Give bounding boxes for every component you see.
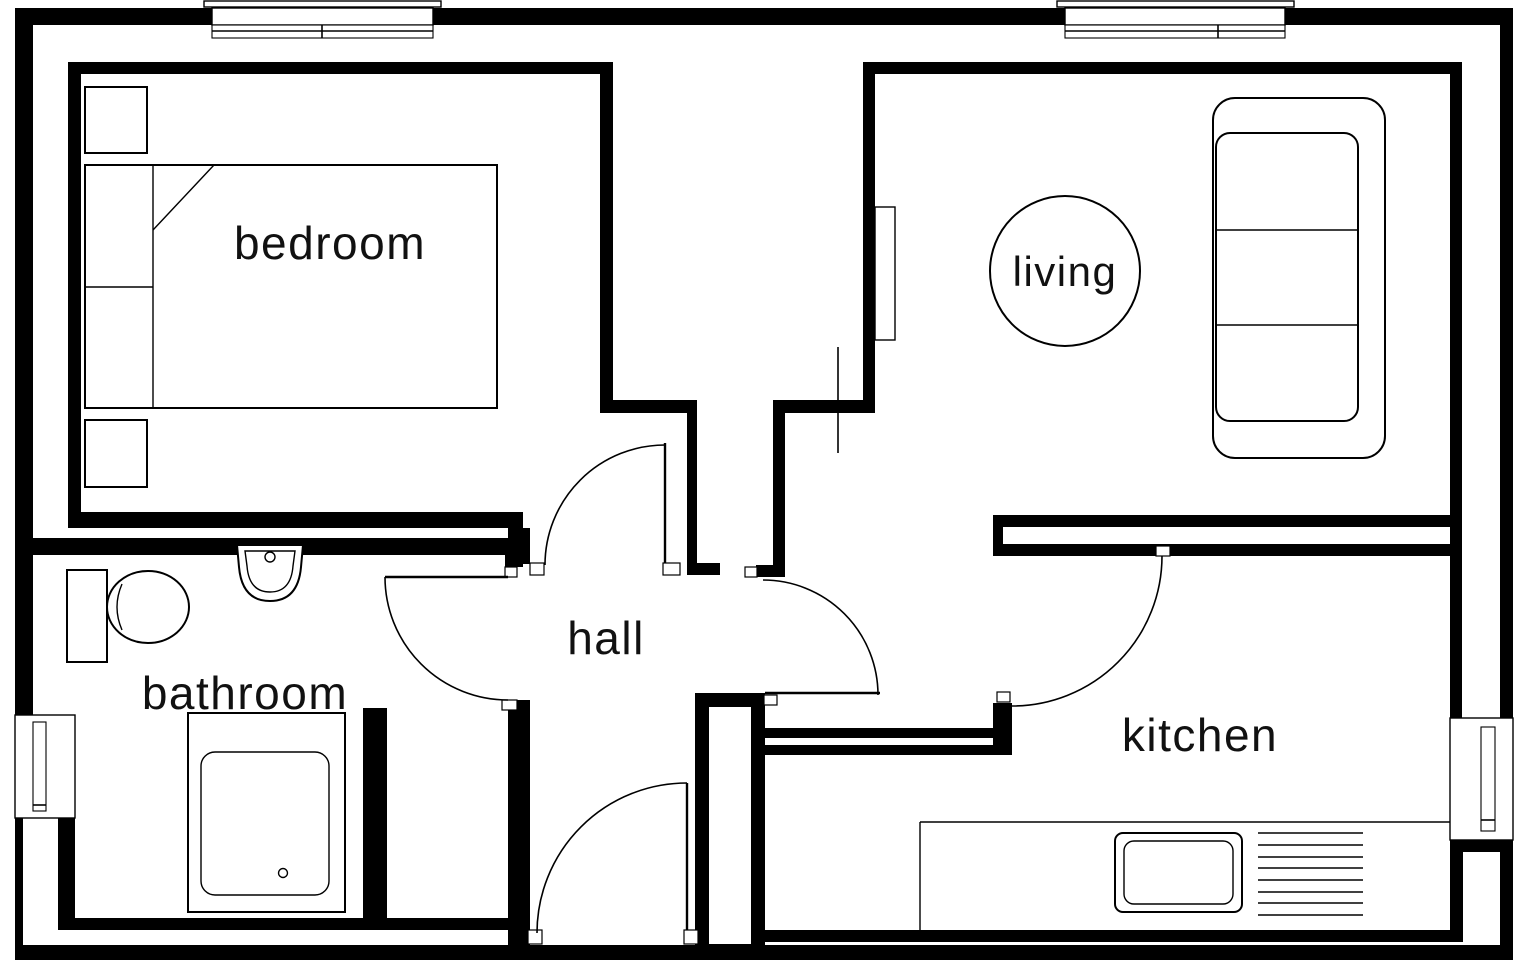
wall-segment	[1500, 8, 1513, 718]
doors	[384, 443, 1171, 945]
wall-segment	[363, 708, 387, 930]
inner-walls	[18, 62, 1513, 958]
wall-segment	[15, 818, 23, 960]
living-label: living	[1013, 248, 1118, 295]
nightstand-icon	[84, 419, 148, 488]
shower-drain-icon	[277, 867, 289, 879]
wall-segment	[68, 62, 613, 74]
bedroom-door-swing-icon	[529, 443, 681, 576]
wall-segment	[58, 918, 530, 930]
bedroom-label: bedroom	[234, 217, 426, 269]
wall-segment	[765, 745, 1012, 755]
door-arc	[544, 444, 666, 566]
wall-segment	[993, 544, 1455, 556]
window-sill	[203, 0, 442, 8]
door-stop-icon	[744, 566, 758, 578]
wall-segment	[773, 413, 785, 577]
wall-segment	[1500, 840, 1513, 960]
kitchen-label: kitchen	[1122, 709, 1278, 761]
bathroom-window-icon	[14, 714, 76, 819]
door-stop-icon	[501, 699, 518, 711]
door-stop-icon	[996, 691, 1011, 703]
hall-label: hall	[567, 612, 645, 664]
wall-segment	[1450, 852, 1463, 942]
door-arc	[384, 576, 509, 701]
window-frame	[1064, 7, 1286, 26]
wall-segment	[68, 62, 81, 515]
sofa-seat	[1215, 132, 1359, 422]
wall-segment	[773, 400, 875, 413]
door-stop-icon	[683, 929, 699, 945]
door-arc	[536, 782, 688, 934]
windows	[14, 0, 1514, 841]
window-pane	[1480, 726, 1496, 832]
front-door-swing-icon	[527, 782, 699, 945]
wall-segment	[687, 413, 697, 565]
wall-segment	[687, 563, 720, 575]
room-labels: bedroom living hall bathroom kitchen	[142, 217, 1278, 761]
door-stop-icon	[1155, 545, 1171, 557]
wall-segment	[508, 700, 530, 945]
wall-segment	[1450, 840, 1513, 852]
kitchen-window-icon	[1449, 717, 1514, 841]
wall-segment	[1450, 62, 1462, 718]
bedroom-window-icon	[203, 0, 442, 39]
door-arc	[762, 579, 879, 696]
shower-tray-inner	[200, 751, 330, 896]
wall-segment	[600, 62, 613, 407]
door-stop-icon	[529, 562, 545, 576]
wall-segment	[1285, 8, 1513, 25]
radiator-icon	[874, 206, 896, 341]
toilet-icon	[106, 570, 190, 644]
round-table-icon	[989, 195, 1141, 347]
wall-segment	[863, 62, 875, 407]
toilet-bowl-line	[116, 583, 123, 631]
door-arc	[1011, 555, 1163, 707]
wall-segment	[58, 818, 75, 930]
living-furniture	[874, 97, 1386, 459]
wall-segment	[863, 62, 1450, 74]
bathroom-label: bathroom	[142, 667, 348, 719]
kitchen-sink-icon	[1114, 832, 1243, 913]
window-frame	[211, 7, 434, 26]
door-stop-icon	[504, 566, 518, 578]
door-stop-icon	[527, 929, 543, 945]
wall-segment	[15, 8, 33, 715]
basin-tap-icon	[264, 551, 276, 563]
bedroom-furniture	[84, 86, 498, 488]
door-stop-icon	[662, 562, 681, 576]
wall-segment	[600, 400, 697, 413]
shower-tray-icon	[187, 712, 346, 913]
kitchen-door-swing-icon	[996, 545, 1171, 707]
wall-segment	[15, 8, 212, 25]
door-stop-icon	[763, 694, 778, 706]
basin-inner-line	[244, 550, 296, 593]
wall-segment	[993, 515, 1462, 527]
bed-duvet-fold	[152, 164, 215, 231]
wall-core	[709, 707, 751, 944]
wall-segment	[993, 703, 1012, 755]
kitchen-sink-inner	[1123, 840, 1234, 905]
living-window-icon	[1056, 0, 1295, 39]
wall-segment	[756, 565, 785, 577]
wall-segment	[765, 930, 1463, 942]
bathroom-door-swing-icon	[384, 566, 518, 711]
wall-segment	[68, 512, 523, 528]
drainer-icon	[1258, 832, 1363, 916]
wall-segment	[433, 8, 1065, 25]
bathroom-furniture	[66, 544, 346, 913]
wall-segment	[505, 538, 523, 567]
living-door-swing-icon	[744, 566, 880, 706]
window-pane	[32, 721, 47, 812]
wall-segment	[765, 728, 1012, 738]
toilet-cistern	[66, 569, 108, 663]
nightstand-icon	[84, 86, 148, 154]
kitchen-furniture	[919, 821, 1450, 930]
wall-segment	[993, 515, 1003, 556]
window-sill	[1056, 0, 1295, 8]
basin-icon	[235, 544, 305, 603]
